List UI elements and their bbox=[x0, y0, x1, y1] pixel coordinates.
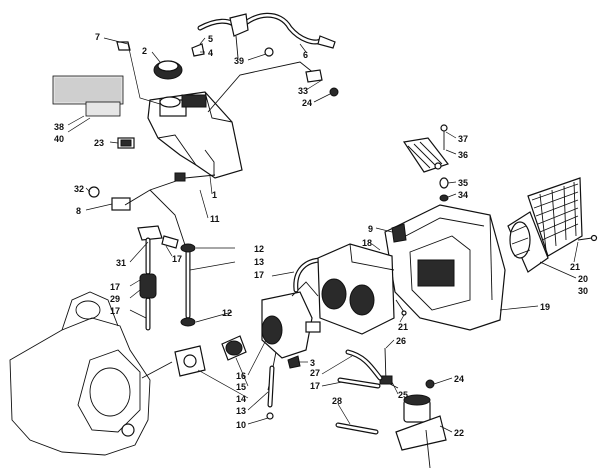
oil-line-11 bbox=[124, 172, 216, 249]
callout-40: 40 bbox=[54, 134, 64, 144]
callout-12-b: 12 bbox=[222, 308, 232, 318]
washer-39 bbox=[264, 47, 274, 57]
callout-23: 23 bbox=[94, 138, 104, 148]
fuel-filter-line bbox=[137, 225, 179, 331]
fitting-8-32 bbox=[88, 186, 131, 211]
hose-28 bbox=[335, 422, 379, 435]
flange-15 bbox=[221, 335, 247, 361]
callout-39: 39 bbox=[234, 56, 244, 66]
callout-14: 14 bbox=[236, 394, 246, 404]
callout-2: 2 bbox=[142, 46, 147, 56]
oil-pump-22 bbox=[395, 394, 447, 469]
callout-13-a: 13 bbox=[254, 257, 264, 267]
callout-17-a: 17 bbox=[172, 254, 182, 264]
callout-6: 6 bbox=[303, 50, 308, 60]
screw-21-center bbox=[395, 299, 407, 316]
callout-12-a: 12 bbox=[254, 244, 264, 254]
washer-34 bbox=[439, 194, 449, 202]
adapter-14 bbox=[174, 345, 206, 377]
flame-arrestor-18 bbox=[317, 243, 395, 335]
hose-13-lower bbox=[266, 365, 275, 420]
callout-37: 37 bbox=[458, 134, 468, 144]
callout-24-top: 24 bbox=[302, 98, 312, 108]
callout-31: 31 bbox=[116, 258, 126, 268]
callout-1: 1 bbox=[212, 190, 217, 200]
callout-24-bottom: 24 bbox=[454, 374, 464, 384]
callout-34: 34 bbox=[458, 190, 468, 200]
intake-tube-20 bbox=[507, 211, 549, 273]
callout-13-b: 13 bbox=[236, 406, 246, 416]
line-25-26 bbox=[379, 347, 399, 389]
callout-16: 16 bbox=[236, 371, 246, 381]
callout-27: 27 bbox=[310, 368, 320, 378]
callout-21-center: 21 bbox=[398, 322, 408, 332]
decal-38 bbox=[52, 75, 124, 105]
callout-35: 35 bbox=[458, 178, 468, 188]
clamp-12-lower bbox=[180, 317, 196, 327]
clamp-12-upper bbox=[180, 243, 196, 253]
hose-17-lower bbox=[337, 377, 381, 389]
screw-21-right bbox=[577, 234, 598, 242]
callout-25: 25 bbox=[398, 390, 408, 400]
callout-5: 5 bbox=[208, 34, 213, 44]
nut-24-lower bbox=[425, 379, 435, 389]
callout-11: 11 bbox=[210, 214, 220, 224]
callout-15: 15 bbox=[236, 382, 246, 392]
engine-block bbox=[9, 291, 173, 456]
tank-cap bbox=[153, 60, 183, 80]
callout-33: 33 bbox=[298, 86, 308, 96]
callout-4: 4 bbox=[208, 48, 213, 58]
nut-24 bbox=[329, 87, 339, 97]
callout-labels: 7 2 5 4 6 39 33 24 38 40 23 1 11 32 8 37… bbox=[54, 32, 588, 438]
callout-10: 10 bbox=[236, 420, 246, 430]
airbox-19 bbox=[384, 204, 506, 331]
callout-30: 30 bbox=[578, 286, 588, 296]
callout-21-right: 21 bbox=[570, 262, 580, 272]
decal-40 bbox=[85, 101, 121, 117]
callout-7: 7 bbox=[95, 32, 100, 42]
clip-3 bbox=[287, 355, 301, 369]
callout-3: 3 bbox=[310, 358, 315, 368]
callout-20: 20 bbox=[578, 274, 588, 284]
callout-18: 18 bbox=[362, 238, 372, 248]
intake-screen bbox=[527, 177, 583, 257]
hose-clip-4 bbox=[191, 43, 205, 57]
callout-38: 38 bbox=[54, 122, 64, 132]
callout-19: 19 bbox=[540, 302, 550, 312]
callout-17-c: 17 bbox=[110, 282, 120, 292]
callout-36: 36 bbox=[458, 150, 468, 160]
grommet-35 bbox=[439, 177, 449, 189]
callout-8: 8 bbox=[76, 206, 81, 216]
callout-26: 26 bbox=[396, 336, 406, 346]
callout-28: 28 bbox=[332, 396, 342, 406]
hose-27 bbox=[345, 349, 383, 381]
callout-22: 22 bbox=[454, 428, 464, 438]
tank-neck bbox=[159, 96, 181, 108]
vent-hose bbox=[197, 12, 336, 59]
bracket-9 bbox=[391, 223, 407, 243]
callout-17-d: 17 bbox=[110, 306, 120, 316]
vent-36 bbox=[402, 137, 449, 173]
callout-9: 9 bbox=[368, 224, 373, 234]
screw-37 bbox=[440, 124, 448, 150]
callout-29: 29 bbox=[110, 294, 120, 304]
leader-lines bbox=[67, 37, 579, 433]
grommet-23 bbox=[117, 137, 135, 149]
callout-32: 32 bbox=[74, 184, 84, 194]
callout-17-e: 17 bbox=[310, 381, 320, 391]
callout-17-b: 17 bbox=[254, 270, 264, 280]
